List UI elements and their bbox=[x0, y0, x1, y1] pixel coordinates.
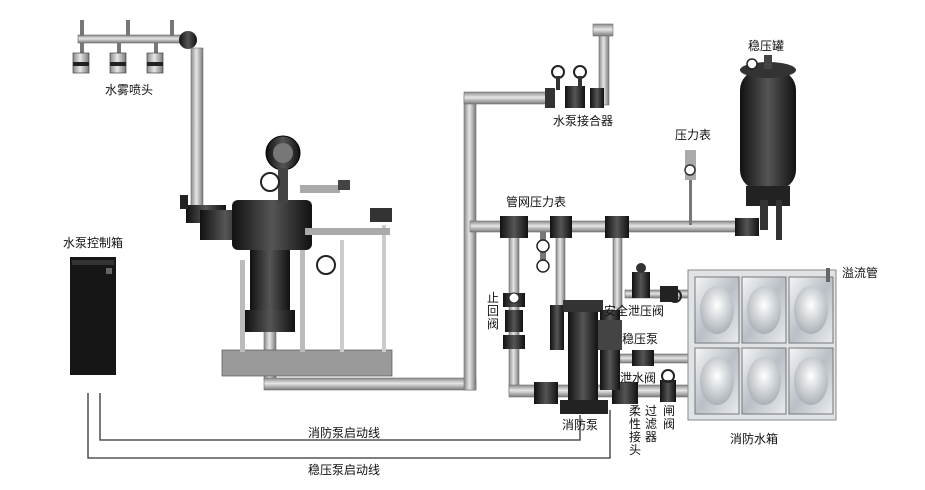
fire-pump bbox=[534, 300, 638, 414]
label-filter: 过滤器 bbox=[644, 404, 657, 444]
label-control-box: 水泵控制箱 bbox=[63, 236, 124, 250]
nozzle-3 bbox=[146, 20, 174, 74]
deluge-valve-assembly bbox=[180, 135, 393, 377]
start-lines bbox=[87, 393, 611, 459]
label-fire-pump-start-line: 消防泵启动线 bbox=[308, 426, 381, 440]
label-overflow-pipe: 溢流管 bbox=[842, 266, 879, 280]
pressure-tank bbox=[735, 55, 796, 240]
jockey-pump bbox=[598, 310, 622, 390]
nozzle-2 bbox=[109, 20, 130, 74]
label-pressure-tank: 稳压罐 bbox=[748, 39, 785, 53]
label-drain-valve: 泄水阀 bbox=[620, 371, 657, 385]
label-gate-valve: 闸阀 bbox=[662, 404, 675, 431]
network-gauge-assembly bbox=[500, 216, 629, 273]
check-valve-stack bbox=[503, 292, 564, 350]
label-pump-adapter: 水泵接合器 bbox=[553, 114, 614, 128]
fire-pump-start-line bbox=[99, 393, 581, 441]
pressure-gauge bbox=[684, 150, 696, 180]
relief-valve-assembly bbox=[632, 263, 682, 402]
pump-adapter-assembly bbox=[545, 65, 604, 108]
label-network-gauge: 管网压力表 bbox=[506, 195, 567, 209]
label-flexible-joint: 柔性接头 bbox=[628, 404, 641, 457]
label-safety-relief-valve: 安全泄压阀 bbox=[604, 304, 665, 318]
label-fire-pump: 消防泵 bbox=[562, 418, 599, 432]
mist-nozzle-assembly bbox=[72, 20, 197, 74]
pump-control-box bbox=[70, 257, 116, 375]
jockey-pump-start-line bbox=[87, 393, 611, 459]
label-pressure-gauge: 压力表 bbox=[675, 128, 712, 142]
label-mist-nozzle: 水雾喷头 bbox=[105, 83, 154, 97]
label-check-valve: 止回阀 bbox=[486, 291, 499, 331]
nozzle-1 bbox=[72, 20, 90, 74]
label-jockey-pump: 稳压泵 bbox=[622, 332, 659, 346]
label-jockey-pump-start-line: 稳压泵启动线 bbox=[308, 463, 381, 477]
fire-water-tank bbox=[687, 268, 837, 421]
label-water-tank: 消防水箱 bbox=[730, 432, 779, 446]
